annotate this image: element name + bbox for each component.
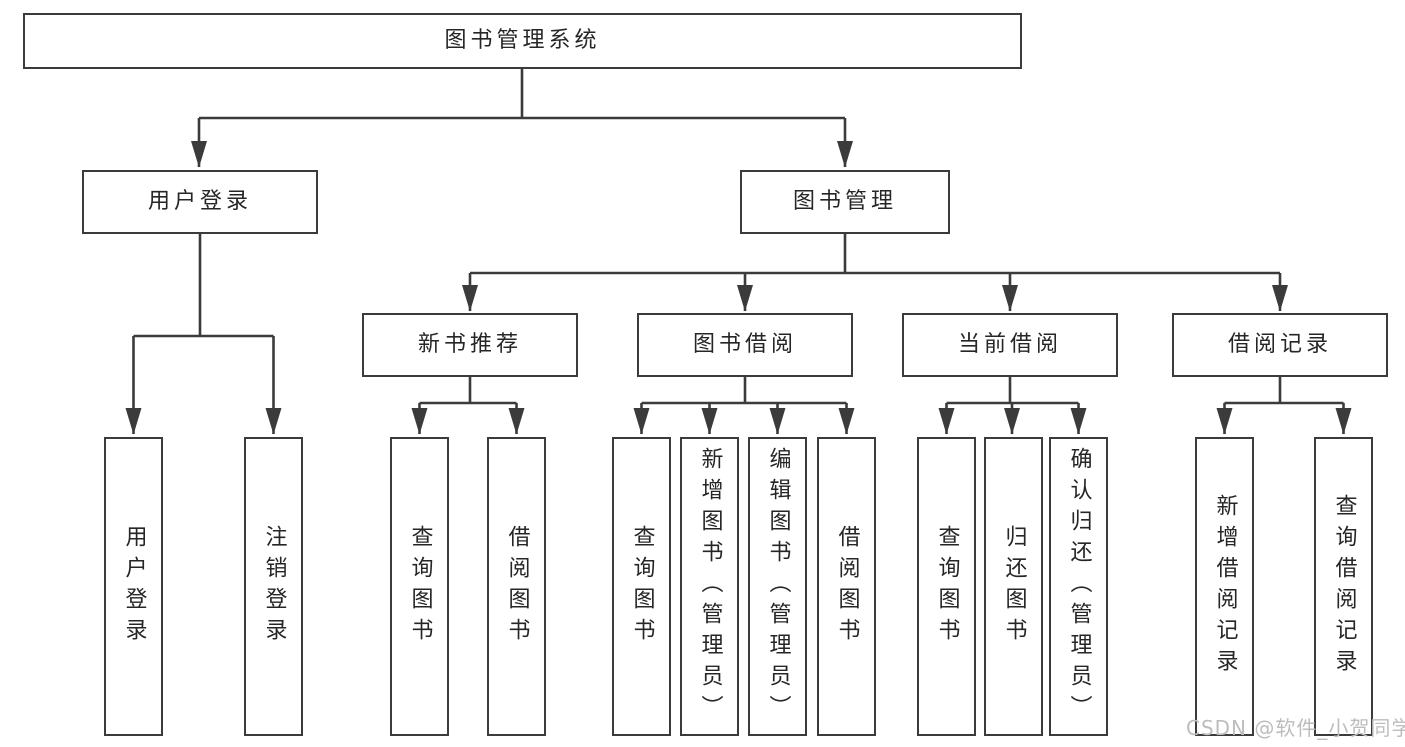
node-book-borrowing: 图书借阅 [637, 313, 853, 377]
node-leaf-user-login: 用户登录 [104, 437, 163, 736]
node-leaf-query-books-borrowing: 查询图书 [612, 437, 671, 736]
node-user-login: 用户登录 [82, 170, 318, 234]
node-leaf-add-borrow-record: 新增借阅记录 [1195, 437, 1254, 736]
node-leaf-edit-books-admin: 编辑图书（管理员） [748, 437, 807, 736]
node-leaf-borrow-books-recommend: 借阅图书 [487, 437, 546, 736]
node-leaf-query-books-recommend: 查询图书 [390, 437, 449, 736]
node-leaf-query-books-current: 查询图书 [917, 437, 976, 736]
node-borrowing-records: 借阅记录 [1172, 313, 1388, 377]
node-library-management-system: 图书管理系统 [23, 13, 1022, 69]
node-leaf-add-books-admin: 新增图书（管理员） [680, 437, 739, 736]
watermark-text: CSDN @软件_小贺同学 [1186, 716, 1405, 740]
node-leaf-borrow-books-borrowing: 借阅图书 [817, 437, 876, 736]
node-leaf-return-books: 归还图书 [984, 437, 1043, 736]
connector-lines [125, 69, 1352, 435]
node-new-book-recommendation: 新书推荐 [362, 313, 578, 377]
node-leaf-logout: 注销登录 [244, 437, 303, 736]
node-leaf-query-borrow-record: 查询借阅记录 [1314, 437, 1373, 736]
node-leaf-confirm-return-admin: 确认归还（管理员） [1049, 437, 1108, 736]
node-current-borrowing: 当前借阅 [902, 313, 1118, 377]
node-book-management: 图书管理 [740, 170, 950, 234]
